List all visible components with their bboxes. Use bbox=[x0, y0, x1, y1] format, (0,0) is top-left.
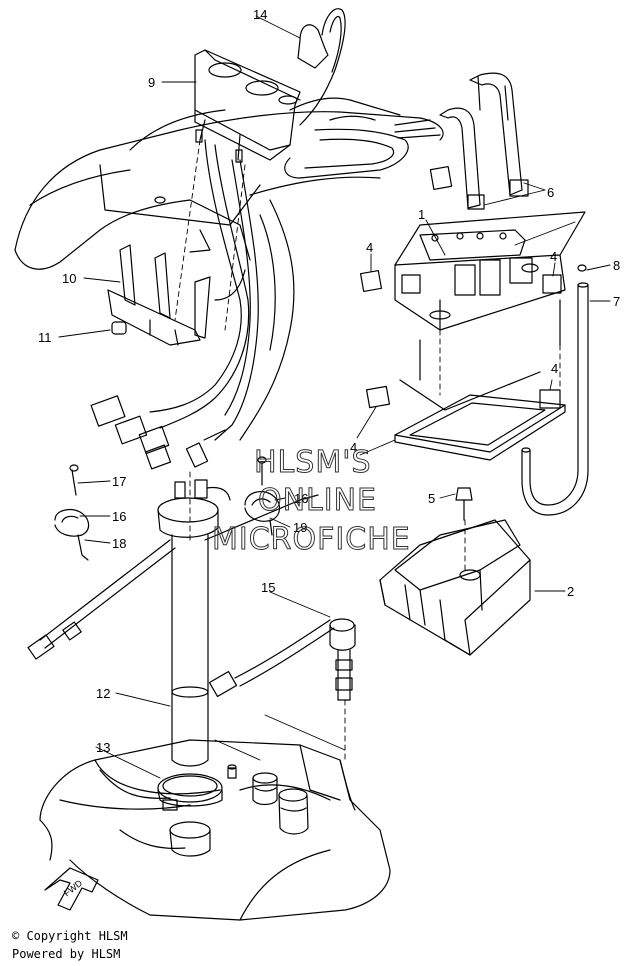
breather-tube bbox=[521, 264, 589, 516]
fwd-arrow bbox=[44, 867, 99, 911]
callout-10: 10 bbox=[62, 271, 76, 286]
meter-cluster bbox=[194, 49, 301, 163]
callout-16: 16 bbox=[112, 509, 126, 524]
callout-15: 15 bbox=[261, 580, 275, 595]
callout-16: 16 bbox=[294, 491, 308, 506]
callout-4: 4 bbox=[550, 249, 557, 264]
cap-tube bbox=[297, 8, 346, 126]
bolt bbox=[455, 487, 473, 521]
guide-lines bbox=[214, 221, 576, 761]
callout-8: 8 bbox=[613, 258, 620, 273]
battery-bands bbox=[429, 72, 529, 210]
callout-1: 1 bbox=[418, 207, 425, 222]
callout-4: 4 bbox=[366, 240, 373, 255]
callout-13: 13 bbox=[96, 740, 110, 755]
callout-4: 4 bbox=[551, 361, 558, 376]
battery-box bbox=[379, 519, 531, 656]
fuel-sender bbox=[27, 479, 319, 767]
callout-4: 4 bbox=[350, 440, 357, 455]
hull-deck bbox=[14, 97, 444, 441]
leader-lines bbox=[58, 15, 611, 779]
clamp-left bbox=[54, 464, 90, 561]
wire-lead bbox=[208, 618, 356, 701]
callout-9: 9 bbox=[148, 75, 155, 90]
tank-fittings bbox=[227, 764, 309, 835]
pads bbox=[359, 269, 562, 409]
callout-5: 5 bbox=[428, 491, 435, 506]
callout-numbers: 1 2 4 4 4 4 5 6 7 8 9 10 11 12 13 14 15 … bbox=[38, 7, 620, 755]
bracket bbox=[107, 244, 211, 346]
watermark-line-2: ONLINE bbox=[258, 483, 377, 518]
wiring-harness bbox=[90, 109, 259, 470]
callout-7: 7 bbox=[613, 294, 620, 309]
powered-by-text: Powered by HLSM bbox=[12, 947, 121, 961]
watermark-line-1: HLSM'S bbox=[254, 445, 372, 480]
fuel-tank bbox=[39, 739, 391, 921]
callout-12: 12 bbox=[96, 686, 110, 701]
callout-6: 6 bbox=[547, 185, 554, 200]
battery-mat bbox=[394, 299, 566, 461]
callout-17: 17 bbox=[112, 474, 126, 489]
callout-18: 18 bbox=[112, 536, 126, 551]
callout-14: 14 bbox=[253, 7, 267, 22]
copyright-text: © Copyright HLSM bbox=[12, 929, 128, 943]
callout-19: 19 bbox=[293, 520, 307, 535]
clamp-right bbox=[244, 456, 281, 536]
callout-11: 11 bbox=[38, 330, 52, 345]
tank-band bbox=[157, 773, 223, 857]
alignment-lines bbox=[174, 139, 561, 761]
callout-2: 2 bbox=[567, 584, 574, 599]
watermark: HLSM'S ONLINE MICROFICHE bbox=[212, 445, 411, 558]
fwd-label: FWD bbox=[62, 878, 85, 899]
battery bbox=[394, 211, 586, 331]
watermark-line-3: MICROFICHE bbox=[212, 522, 411, 557]
